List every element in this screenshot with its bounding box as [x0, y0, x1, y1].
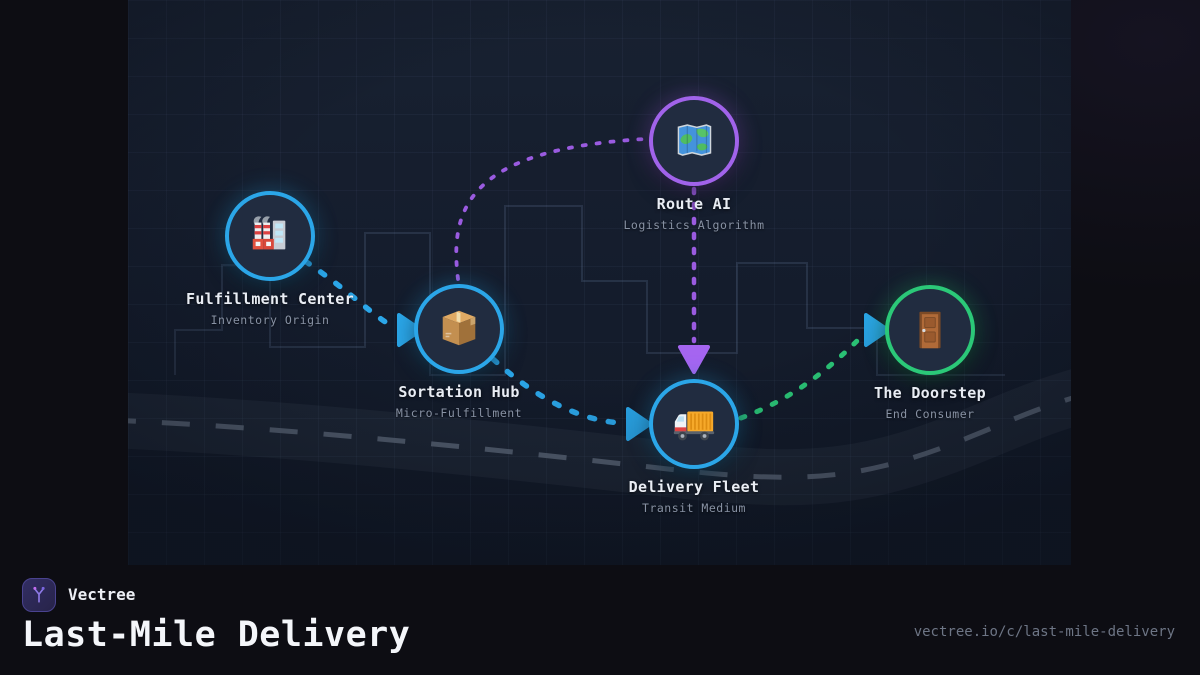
vectree-logo-icon: [33, 586, 45, 603]
node-sortation-hub: Sortation Hub Micro-Fulfillment: [344, 284, 574, 420]
node-label: Route AI: [656, 195, 732, 213]
factory-icon: [252, 216, 286, 250]
node-the-doorstep-circle[interactable]: [885, 285, 975, 375]
map-icon: [677, 124, 712, 156]
edge-fulfillment-to-sortation: [302, 258, 397, 330]
node-sublabel: Transit Medium: [642, 501, 746, 515]
footer: Vectree Last-Mile Delivery vectree.io/c/…: [0, 565, 1200, 675]
diagram-canvas: Fulfillment Center Inventory Origin Sort…: [128, 0, 1071, 565]
truck-icon: [673, 411, 715, 441]
share-url: vectree.io/c/last-mile-delivery: [913, 624, 1175, 640]
brand-name: Vectree: [68, 585, 136, 604]
arrowhead-into-delivery: [626, 407, 652, 441]
node-label: Sortation Hub: [398, 383, 520, 401]
node-sublabel: Logistics Algorithm: [623, 218, 765, 232]
node-route-ai: Route AI Logistics Algorithm: [579, 96, 809, 232]
page-title: Last-Mile Delivery: [22, 615, 411, 655]
arrowhead-into-doorstep: [864, 313, 890, 347]
edge-delivery-to-doorstep: [738, 334, 864, 421]
node-sublabel: Inventory Origin: [210, 313, 330, 327]
node-label: Fulfillment Center: [186, 290, 354, 308]
vectree-logo: [22, 578, 56, 612]
node-sublabel: End Consumer: [885, 407, 975, 421]
diagram-decorations: [128, 137, 1071, 506]
node-route-ai-circle[interactable]: [649, 96, 739, 186]
road: [128, 369, 1071, 506]
node-label: The Doorstep: [874, 384, 986, 402]
node-delivery-fleet-circle[interactable]: [649, 379, 739, 469]
node-delivery-fleet: Delivery Fleet Transit Medium: [579, 379, 809, 515]
package-icon: [442, 310, 476, 346]
edge-sortation-to-delivery: [490, 356, 625, 426]
node-label: Delivery Fleet: [628, 478, 760, 496]
edge-sortation-to-route-ai: [454, 137, 647, 281]
door-icon: [919, 311, 941, 349]
node-sortation-hub-circle[interactable]: [414, 284, 504, 374]
arrowhead-route-ai-down: [678, 345, 710, 374]
node-fulfillment-center: Fulfillment Center Inventory Origin: [155, 191, 385, 327]
node-the-doorstep: The Doorstep End Consumer: [815, 285, 1045, 421]
arrowhead-into-sortation: [397, 313, 423, 347]
node-fulfillment-center-circle[interactable]: [225, 191, 315, 281]
node-sublabel: Micro-Fulfillment: [395, 406, 523, 420]
